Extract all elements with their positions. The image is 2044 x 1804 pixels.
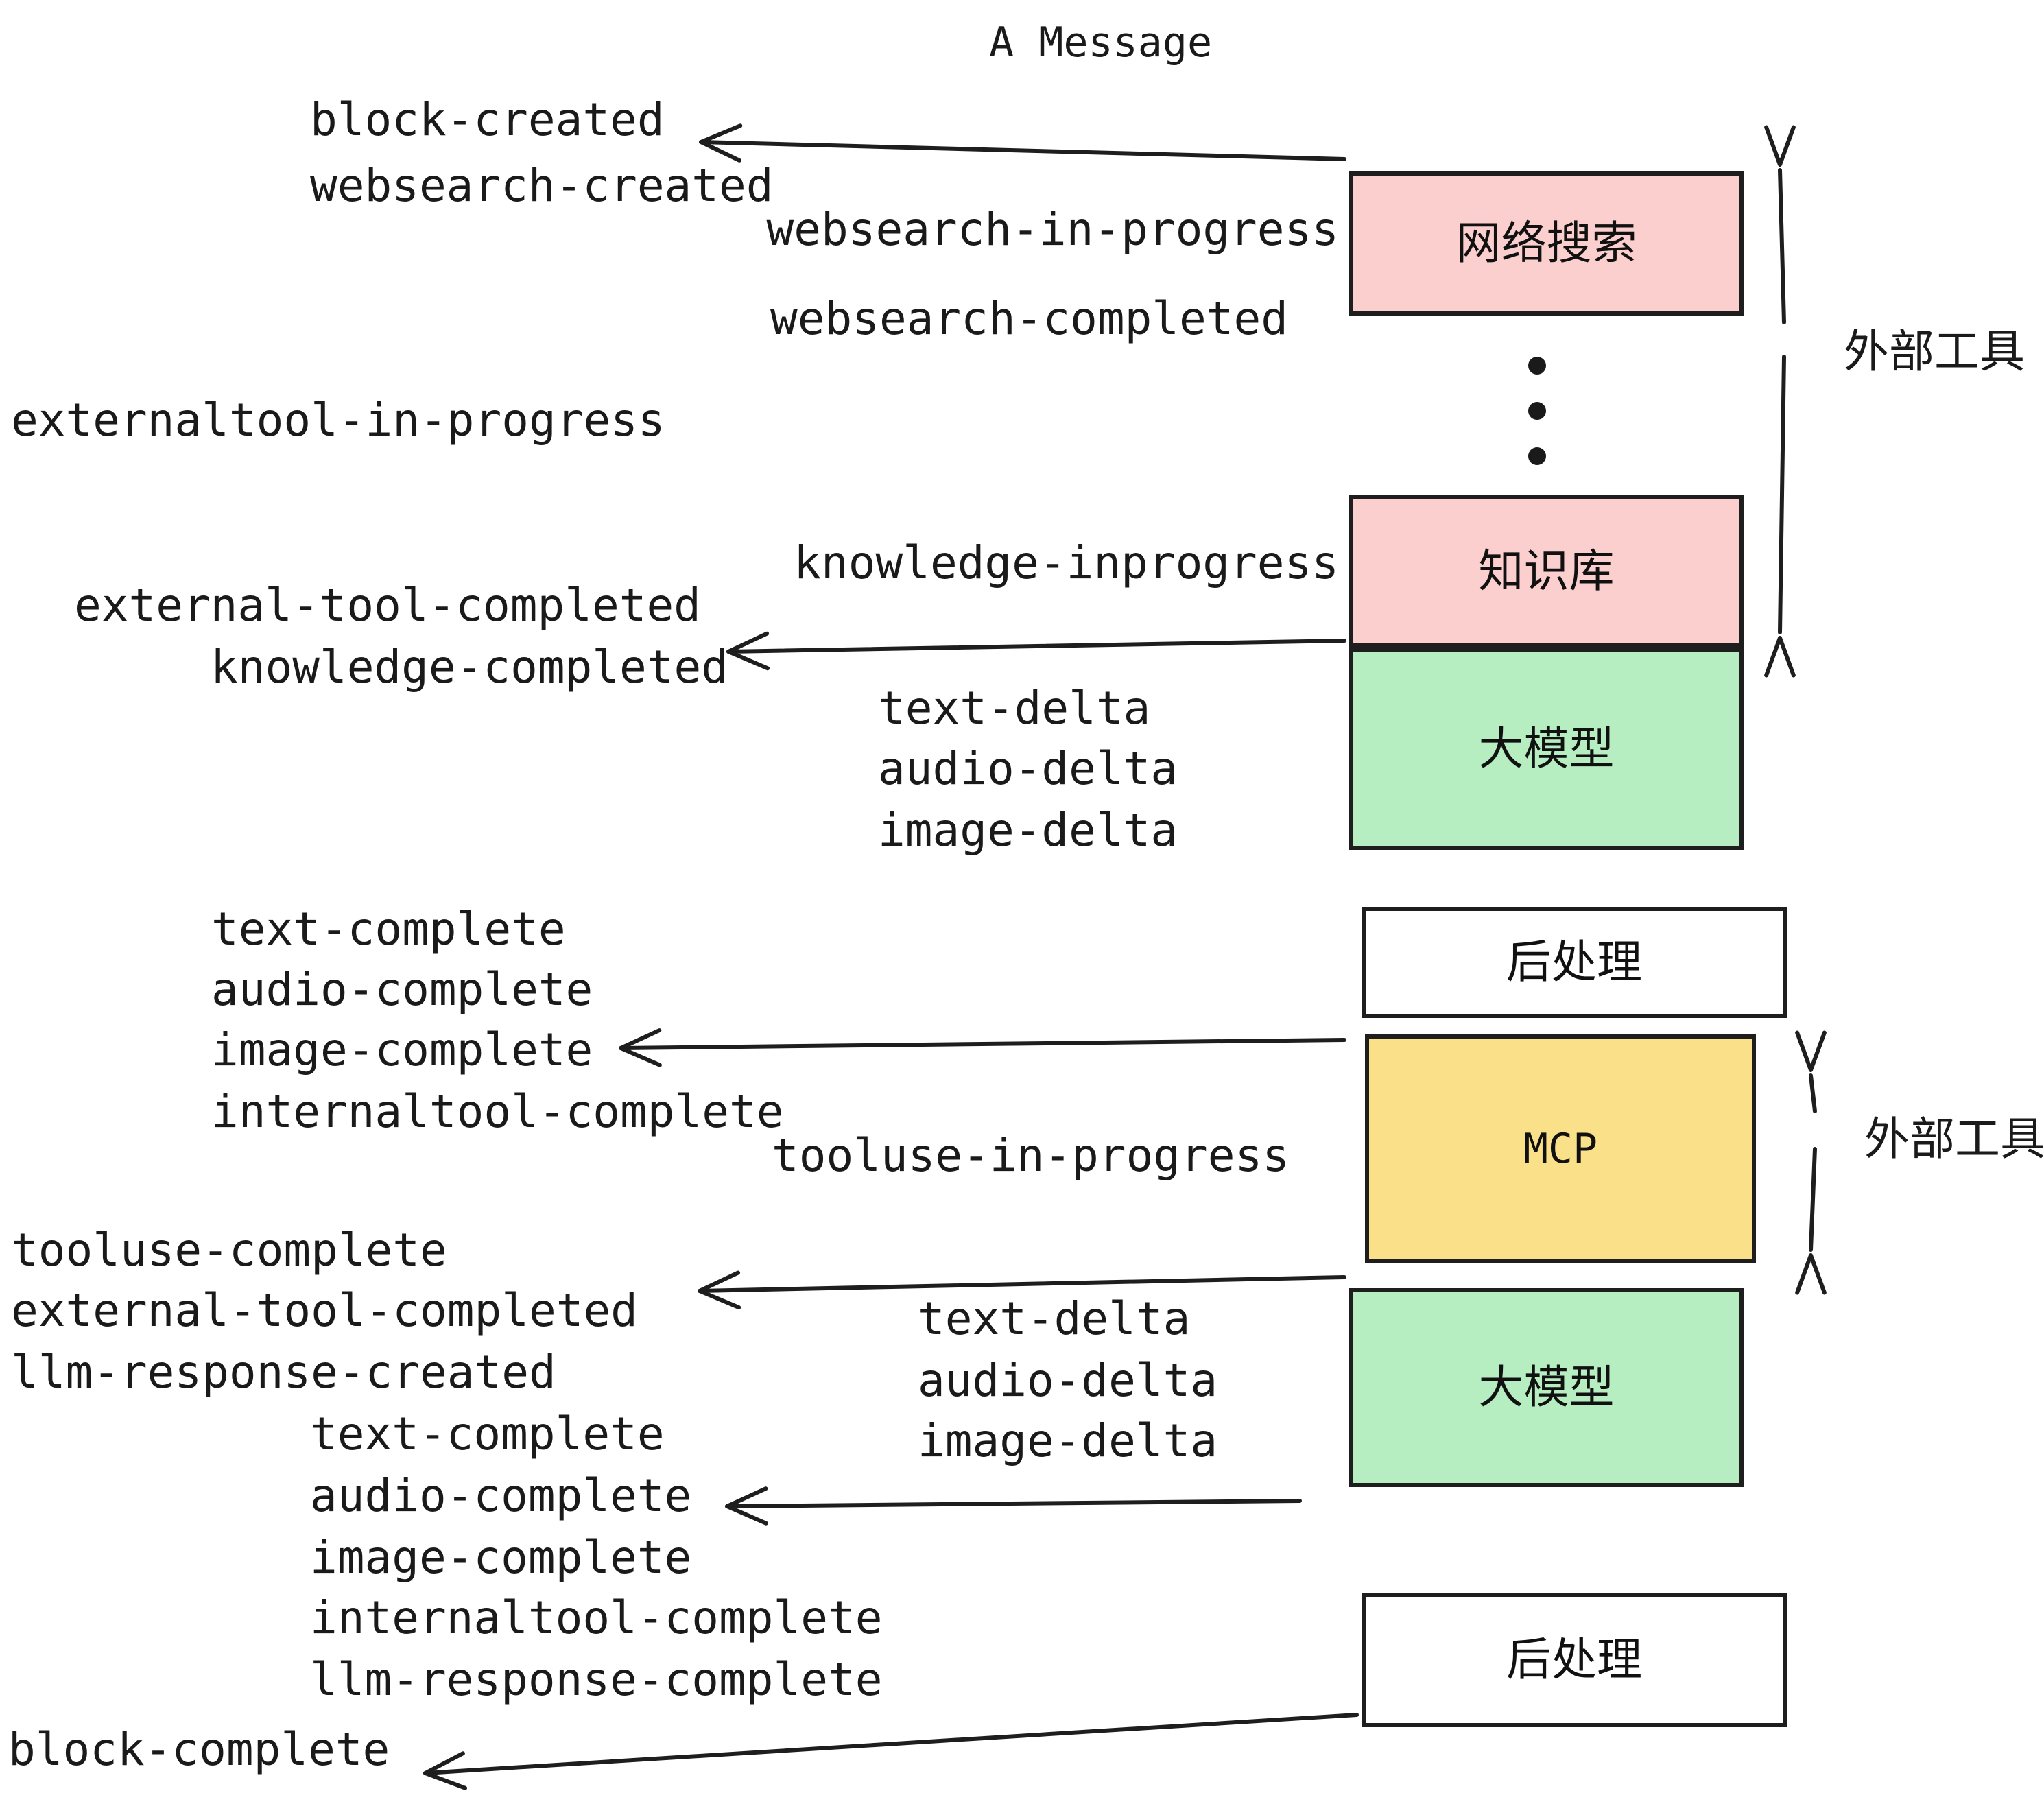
arrow-llm1-to-imagecomplete-shaft	[619, 1038, 1346, 1050]
event-label-knowledge-inprogress: knowledge-inprogress	[794, 536, 1339, 589]
event-label-external-tool-completed-2: external-tool-completed	[11, 1284, 638, 1337]
event-label-text-complete-2: text-complete	[310, 1408, 665, 1460]
node-label: 网络搜索	[1455, 217, 1637, 270]
event-label-llm-response-complete: llm-response-complete	[310, 1653, 883, 1706]
ellipsis-dot	[1528, 357, 1546, 375]
event-label-image-delta-1: image-delta	[878, 804, 1178, 857]
node-box-websearch: 网络搜索	[1349, 171, 1744, 316]
event-label-text-complete-1: text-complete	[211, 903, 566, 956]
node-box-mcp: MCP	[1365, 1034, 1756, 1263]
node-label: 后处理	[1506, 1633, 1642, 1686]
ellipsis-dot	[1528, 402, 1546, 420]
external-tools-span-top-upper-shaft	[1778, 168, 1786, 324]
event-label-internaltool-complete-1: internaltool-complete	[211, 1085, 784, 1138]
arrow-mcp-to-tooluse-head	[698, 1270, 741, 1310]
arrow-knowledge-to-completed-shaft	[726, 639, 1346, 654]
node-label: 大模型	[1478, 1361, 1615, 1414]
arrow-llm1-to-imagecomplete-head	[619, 1028, 662, 1067]
event-label-knowledge-completed: knowledge-completed	[211, 641, 728, 693]
node-label: MCP	[1523, 1124, 1598, 1173]
external-tools-span-top-up-head	[1764, 125, 1796, 167]
event-label-llm-response-created: llm-response-created	[11, 1346, 556, 1399]
arrow-websearch-to-created-shaft	[699, 140, 1346, 161]
external-tools-span-top-down-head	[1764, 636, 1796, 678]
event-label-external-tool-completed-1: external-tool-completed	[74, 579, 701, 632]
event-label-tooluse-in-progress: tooluse-in-progress	[772, 1129, 1290, 1182]
event-label-internaltool-complete-2: internaltool-complete	[310, 1591, 883, 1644]
arrow-websearch-to-created-head	[699, 123, 743, 163]
node-box-postproc-1: 后处理	[1362, 907, 1787, 1018]
event-label-externaltool-in-progress: externaltool-in-progress	[11, 394, 665, 447]
group-label-external-tools-bottom: 外部工具	[1864, 1113, 2044, 1165]
arrow-postproc2-to-block-shaft	[423, 1713, 1359, 1775]
group-label-external-tools-top: 外部工具	[1844, 325, 2025, 378]
arrow-llm2-to-audiocomplete-head	[725, 1486, 768, 1526]
event-label-block-created: block-created	[310, 93, 665, 146]
event-label-text-delta-2: text-delta	[918, 1292, 1191, 1345]
external-tools-span-bottom-lower-shaft	[1809, 1147, 1817, 1252]
event-label-image-delta-2: image-delta	[918, 1414, 1218, 1467]
event-label-tooluse-complete: tooluse-complete	[11, 1224, 447, 1277]
external-tools-span-bottom-up-head	[1795, 1030, 1827, 1072]
event-label-audio-delta-2: audio-delta	[918, 1354, 1218, 1407]
event-label-text-delta-1: text-delta	[878, 682, 1151, 735]
event-label-websearch-completed: websearch-completed	[770, 292, 1288, 345]
node-box-llm-2: 大模型	[1349, 1288, 1744, 1487]
event-label-image-complete-1: image-complete	[211, 1023, 593, 1076]
diagram-title: A Message	[989, 19, 1213, 67]
node-label: 知识库	[1478, 545, 1615, 597]
ellipsis-dot	[1528, 447, 1546, 465]
external-tools-span-top-lower-shaft	[1778, 355, 1786, 634]
arrow-mcp-to-tooluse-shaft	[698, 1275, 1346, 1293]
node-box-postproc-2: 后处理	[1362, 1593, 1787, 1727]
arrow-knowledge-to-completed-head	[726, 631, 770, 671]
event-label-audio-complete-2: audio-complete	[310, 1469, 692, 1522]
node-box-knowledge: 知识库	[1349, 495, 1744, 648]
node-label: 后处理	[1506, 936, 1642, 988]
node-label: 大模型	[1478, 722, 1615, 775]
external-tools-span-bottom-upper-shaft	[1809, 1073, 1817, 1113]
external-tools-span-bottom-down-head	[1795, 1253, 1827, 1295]
event-label-image-complete-2: image-complete	[310, 1531, 692, 1584]
arrow-llm2-to-audiocomplete-shaft	[725, 1499, 1302, 1508]
event-label-block-complete: block-complete	[8, 1723, 390, 1776]
event-label-websearch-created: websearch-created	[310, 159, 774, 212]
node-box-llm-1: 大模型	[1349, 648, 1744, 850]
event-label-websearch-in-progress: websearch-in-progress	[766, 203, 1339, 256]
event-label-audio-complete-1: audio-complete	[211, 963, 593, 1016]
arrow-postproc2-to-block-head	[423, 1751, 468, 1790]
event-label-audio-delta-1: audio-delta	[878, 742, 1178, 795]
